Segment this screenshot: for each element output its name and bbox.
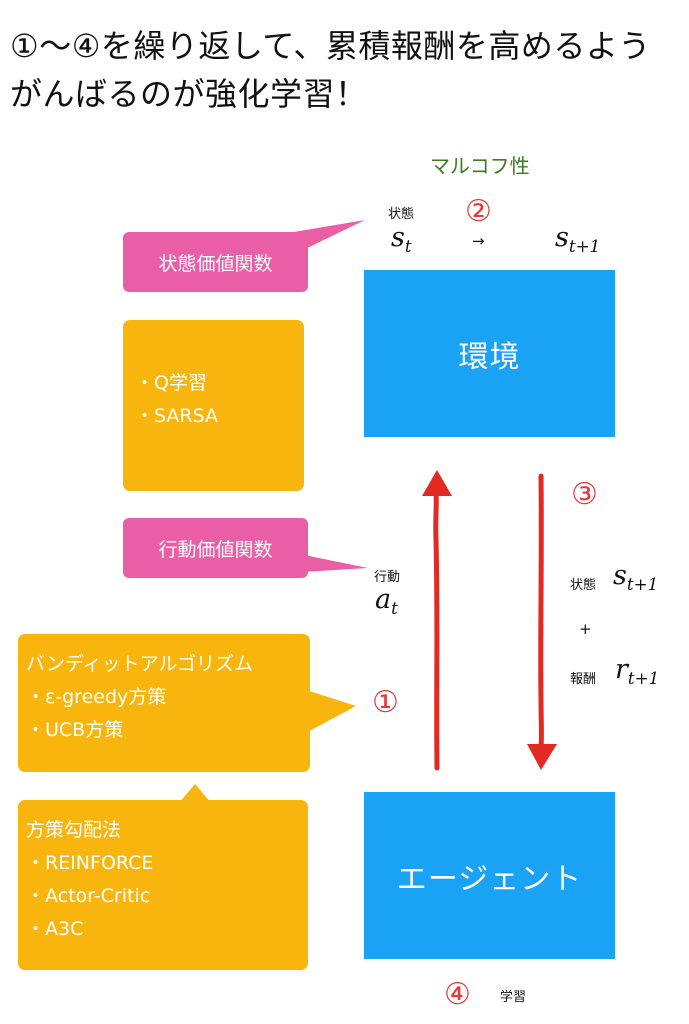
- action-caption: 行動: [374, 570, 401, 585]
- list-item: ・Q学習: [135, 372, 207, 394]
- reward-caption: 報酬: [570, 672, 597, 687]
- list-item: ・SARSA: [135, 405, 219, 427]
- observation-arrow-shaft: [538, 473, 544, 751]
- state-now-symbol: st: [391, 222, 412, 256]
- step-2-marker: ②: [465, 194, 492, 229]
- list-item: ・UCB方策: [26, 719, 124, 741]
- observed-state-symbol: st+1: [613, 560, 659, 594]
- headline-line-1: ①〜④を繰り返して、累積報酬を高めるよう: [10, 27, 651, 65]
- policy-gradient-title: 方策勾配法: [26, 819, 122, 841]
- action-symbol: at: [375, 584, 398, 618]
- bandit-algorithms-box: バンディットアルゴリズム ・ε-greedy方策 ・UCB方策: [18, 634, 310, 772]
- value-methods-box: ・Q学習 ・SARSA: [123, 320, 304, 491]
- action-arrow-head: [422, 470, 452, 496]
- step-3-marker: ③: [571, 477, 598, 512]
- state-next-symbol: st+1: [555, 222, 601, 256]
- list-item: ・A3C: [26, 918, 84, 940]
- observed-state-caption: 状態: [570, 578, 597, 593]
- headline-line-2: がんばるのが強化学習！: [10, 75, 368, 113]
- learning-caption: 学習: [500, 990, 527, 1005]
- state-transition-arrow: →: [472, 232, 485, 250]
- state-caption: 状態: [388, 207, 415, 222]
- list-item: ・ε-greedy方策: [26, 686, 167, 708]
- action-arrow-shaft: [433, 489, 440, 771]
- step-4-marker: ④: [444, 977, 471, 1012]
- agent-box: エージェント: [364, 792, 615, 959]
- state-value-function-box: 状態価値関数: [123, 232, 308, 292]
- policy-gradient-callout-tail: [178, 784, 212, 804]
- markov-label: マルコフ性: [430, 154, 530, 178]
- bandit-callout-tail: [300, 688, 356, 736]
- step-1-marker: ①: [372, 685, 399, 720]
- environment-box: 環境: [364, 270, 615, 437]
- bandit-title: バンディットアルゴリズム: [26, 653, 254, 675]
- list-item: ・Actor-Critic: [26, 885, 151, 907]
- action-value-function-box: 行動価値関数: [123, 518, 308, 578]
- plus-sign: +: [579, 620, 592, 638]
- observation-arrow-head: [527, 744, 557, 770]
- reward-symbol: rt+1: [615, 654, 660, 688]
- headline: ①〜④を繰り返して、累積報酬を高めるよう がんばるのが強化学習！: [10, 22, 680, 118]
- list-item: ・REINFORCE: [26, 852, 154, 874]
- policy-gradient-box: 方策勾配法 ・REINFORCE ・Actor-Critic ・A3C: [18, 800, 308, 970]
